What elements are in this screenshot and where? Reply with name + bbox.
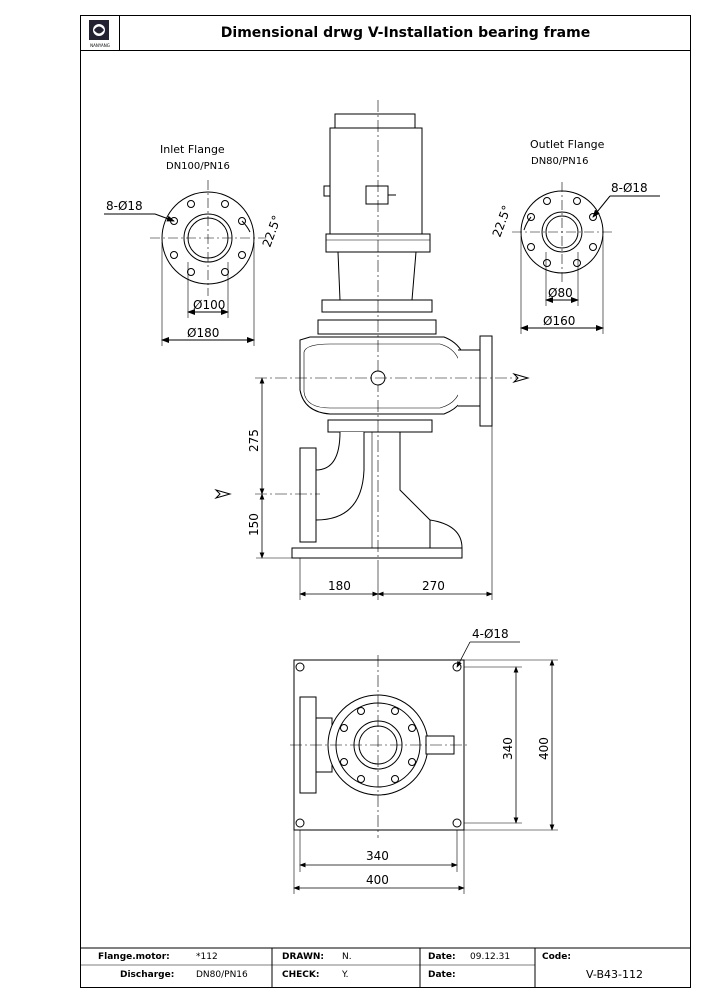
- outlet-flange-view: [512, 182, 660, 334]
- inlet-bore-label: Ø100: [193, 298, 225, 312]
- code-label: Code:: [542, 952, 571, 962]
- base-flange-bolts: [340, 707, 416, 783]
- code-value: V-B43-112: [586, 968, 643, 981]
- base-bolt-label: 4-Ø18: [472, 627, 509, 641]
- outlet-flange-spec: DN80/PN16: [531, 156, 589, 167]
- date-label-check: Date:: [428, 970, 456, 980]
- date-value-drawn: 09.12.31: [470, 952, 511, 962]
- flange-motor-label: Flange.motor:: [98, 952, 170, 962]
- discharge-value: DN80/PN16: [196, 970, 248, 980]
- check-value: Y.: [342, 970, 349, 980]
- title-block-grid: [80, 947, 691, 988]
- outlet-outer-label: Ø160: [543, 314, 575, 328]
- pump-front-view: [255, 100, 530, 565]
- dim-width-270: 270: [422, 579, 445, 593]
- inlet-bolt-label: 8-Ø18: [106, 199, 143, 213]
- base-bolt-holes: [295, 662, 462, 828]
- discharge-label: Discharge:: [120, 970, 175, 980]
- logo-caption: NANYANG: [90, 43, 110, 48]
- base-dimensions: [293, 641, 558, 894]
- inlet-angle-label: 22.5°: [260, 213, 284, 249]
- date-label-drawn: Date:: [428, 952, 456, 962]
- flange-motor-value: *112: [196, 952, 218, 962]
- outlet-bolt-label: 8-Ø18: [611, 181, 648, 195]
- drawn-label: DRAWN:: [282, 952, 325, 962]
- outlet-flange-title: Outlet Flange: [530, 138, 605, 151]
- drawing-frame: [80, 15, 691, 988]
- drawn-value: N.: [342, 952, 352, 962]
- dim-base-outer-h: 400: [537, 737, 551, 760]
- inlet-flange-view: [104, 180, 266, 346]
- dim-width-180: 180: [328, 579, 351, 593]
- inlet-outer-label: Ø180: [187, 326, 219, 340]
- front-view-dimensions: [256, 377, 493, 600]
- outlet-angle-label: 22.5°: [490, 203, 514, 239]
- dim-height-275: 275: [247, 429, 261, 452]
- outlet-bore-label: Ø80: [548, 286, 573, 300]
- logo-icon: [89, 20, 109, 40]
- title-bar: [80, 15, 691, 51]
- inlet-flange-title: Inlet Flange: [160, 143, 225, 156]
- drawing-title: Dimensional drwg V-Installation bearing …: [220, 25, 591, 41]
- inlet-flange-spec: DN100/PN16: [166, 161, 230, 172]
- dim-height-150: 150: [247, 513, 261, 536]
- flow-direction-arrows: [214, 372, 530, 500]
- dim-base-inner-w: 340: [366, 849, 389, 863]
- company-logo: [80, 15, 120, 51]
- dim-base-inner-h: 340: [501, 737, 515, 760]
- base-plan-view: [290, 655, 470, 838]
- check-label: CHECK:: [282, 970, 320, 980]
- dim-base-outer-w: 400: [366, 873, 389, 887]
